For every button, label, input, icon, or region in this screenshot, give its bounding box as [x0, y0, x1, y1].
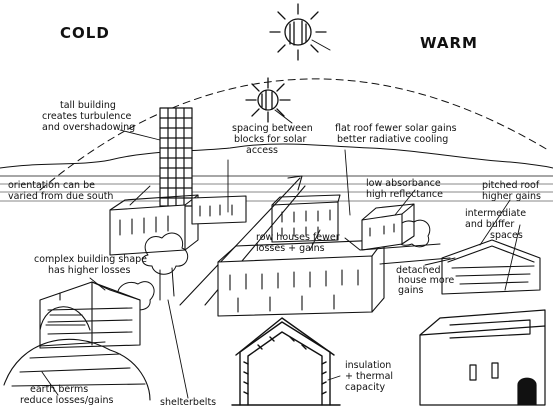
label-row-houses: losses + gains	[256, 243, 325, 254]
label-flat-roof: flat roof fewer solar gains	[335, 123, 457, 134]
label-spacing: spacing between	[232, 123, 313, 134]
road-arrow	[287, 175, 303, 191]
leader-lines	[41, 129, 521, 399]
label-detached: gains	[398, 285, 424, 296]
label-low-absorbance: high reflectance	[366, 189, 443, 200]
label-tall-building: tall building	[60, 100, 116, 111]
label-shelterbelts: shelterbelts	[160, 397, 216, 408]
label-insulation: insulation	[345, 360, 391, 371]
label-earth-berms: reduce losses/gains	[20, 395, 114, 406]
label-complex-building: has higher losses	[48, 265, 130, 276]
earth-berm-dwellings	[3, 306, 151, 401]
label-orientation: varied from due south	[8, 191, 113, 202]
label-detached: detached	[396, 265, 441, 276]
flat-roof-house	[361, 203, 415, 251]
courtyard-building	[419, 309, 546, 406]
label-spacing: access	[246, 145, 278, 156]
label-intermediate: and buffer	[465, 219, 514, 230]
label-pitched-roof: pitched roof	[482, 180, 540, 191]
detached-pitched-roof-house	[441, 239, 541, 295]
heading-cold: COLD	[60, 24, 110, 42]
label-detached: house more	[398, 275, 454, 286]
label-flat-roof: better radiative cooling	[337, 134, 448, 145]
label-pitched-roof: higher gains	[482, 191, 541, 202]
sun-ray-arrow	[311, 39, 331, 51]
label-orientation: orientation can be	[8, 180, 95, 191]
label-tall-building: creates turbulence	[42, 111, 132, 122]
label-intermediate: intermediate	[465, 208, 526, 219]
label-complex-building: complex building shape	[34, 254, 147, 265]
block-buildings-mid	[191, 194, 341, 243]
sun-icon	[269, 3, 327, 61]
label-low-absorbance: low absorbance	[366, 178, 441, 189]
shelterbelt-trees	[115, 219, 431, 311]
sun-icon	[245, 77, 291, 123]
boundary-wall	[344, 237, 451, 265]
heading-warm: WARM	[420, 34, 478, 52]
tall-building	[159, 107, 193, 207]
insulated-house-section	[231, 317, 341, 406]
label-spacing: blocks for solar	[234, 134, 306, 145]
label-insulation: + thermal	[345, 371, 393, 382]
label-intermediate: spaces	[490, 230, 523, 241]
complex-building	[39, 281, 141, 349]
row-houses	[217, 239, 385, 317]
label-tall-building: and overshadowing	[42, 122, 135, 133]
sun-ray-arrow	[274, 109, 293, 124]
label-earth-berms: earth berms	[30, 384, 88, 395]
label-insulation: capacity	[345, 382, 385, 393]
label-row-houses: row houses fewer	[256, 232, 340, 243]
horizon-hills	[0, 143, 553, 169]
